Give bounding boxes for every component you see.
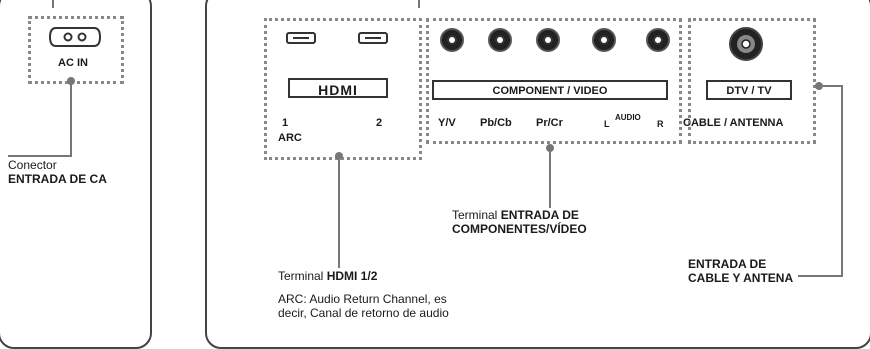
hdmi-port-1-icon	[286, 32, 316, 44]
ac-callout-line	[70, 80, 72, 155]
y-v-label: Y/V	[438, 117, 456, 129]
audio-r-jack-icon	[646, 28, 670, 52]
component-caption-line1: Terminal ENTRADA DE	[452, 208, 579, 222]
left-panel	[0, 0, 152, 349]
pb-cb-label: Pb/Cb	[480, 117, 512, 129]
hdmi-port-2-label: 2	[376, 117, 383, 129]
ac-callout-line-h	[8, 155, 72, 157]
audio-l-label: L	[604, 119, 610, 129]
dtv-callout-dot	[815, 82, 823, 90]
hdmi-caption: Terminal HDMI 1/2	[278, 269, 378, 283]
ac-caption-line2: ENTRADA DE CA	[8, 172, 107, 186]
audio-label: AUDIO	[615, 113, 641, 122]
hdmi-callout-line	[338, 156, 340, 268]
hdmi-frame	[264, 18, 422, 160]
cable-antenna-label: CABLE / ANTENNA	[683, 117, 784, 129]
pr-cr-jack-icon	[536, 28, 560, 52]
hdmi-note-line2: decir, Canal de retorno de audio	[278, 306, 449, 320]
dtv-callout-line-h2	[798, 275, 843, 277]
main-panel	[205, 0, 870, 349]
hdmi-logo: HDMI	[288, 78, 388, 98]
audio-l-jack-icon	[592, 28, 616, 52]
hdmi-port-1-label: 1	[282, 117, 289, 129]
pr-cr-label: Pr/Cr	[536, 117, 563, 129]
dtv-tv-bar: DTV / TV	[706, 80, 792, 100]
component-frame	[426, 18, 682, 144]
component-callout-line	[549, 148, 551, 208]
component-caption-line2: COMPONENTES/VÍDEO	[452, 222, 587, 236]
antenna-jack-icon	[728, 26, 764, 62]
dtv-caption-line2: CABLE Y ANTENA	[688, 271, 794, 285]
audio-r-label: R	[657, 119, 664, 129]
hdmi-port-2-icon	[358, 32, 388, 44]
top-line-left	[52, 0, 54, 8]
dtv-frame	[688, 18, 816, 144]
hdmi-note-line1: ARC: Audio Return Channel, es	[278, 292, 447, 306]
hdmi-port-1-sub: ARC	[278, 132, 302, 144]
dtv-caption-line1: ENTRADA DE	[688, 257, 767, 271]
ac-in-label: AC IN	[58, 57, 88, 69]
pb-cb-jack-icon	[488, 28, 512, 52]
dtv-callout-line-h1	[823, 85, 843, 87]
dtv-callout-line-v	[841, 85, 843, 277]
top-line-right	[418, 0, 420, 8]
y-v-jack-icon	[440, 28, 464, 52]
ac-socket-icon	[48, 26, 102, 48]
component-video-bar: COMPONENT / VIDEO	[432, 80, 668, 100]
ac-in-frame	[28, 16, 124, 84]
ac-caption-line1: Conector	[8, 158, 57, 172]
